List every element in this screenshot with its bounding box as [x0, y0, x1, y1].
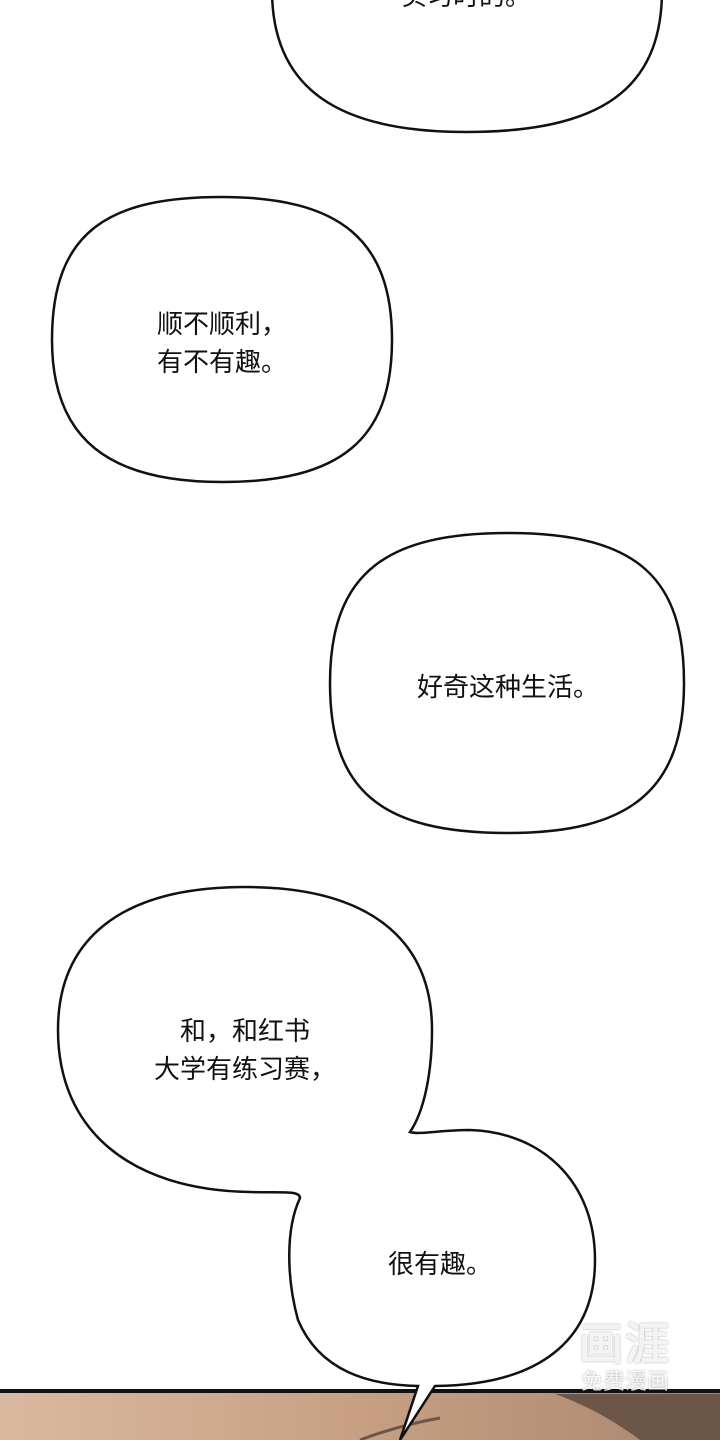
bubble-4-line-1: 和，和红书: [179, 1017, 311, 1047]
bubble-5-text: 很有趣。: [387, 1250, 493, 1280]
bubble-4-line-2: 大学有练习赛，: [153, 1055, 337, 1085]
watermark-logo: 画涯 免费漫画: [566, 1320, 684, 1396]
bubble-3-text: 好奇这种生活。: [416, 673, 600, 703]
speech-bubble-4: [56, 885, 597, 1440]
bubble-2-line-1: 顺不顺利，: [156, 310, 288, 340]
watermark-title: 画涯: [579, 1319, 671, 1370]
character-hair: [555, 1394, 720, 1440]
watermark-tagline: 免费漫画: [580, 1370, 669, 1395]
bubble-1-text: 实习时的。: [401, 0, 531, 16]
speech-bubble-1: [271, 0, 663, 134]
bubble-2-text: 顺不顺利， 有不有趣。: [157, 306, 287, 382]
bubble-2-line-2: 有不有趣。: [156, 348, 288, 378]
speech-bubble-2: [50, 195, 394, 484]
bubble-4-text: 和，和红书 大学有练习赛，: [154, 1013, 336, 1089]
speech-bubble-3: [328, 531, 686, 835]
